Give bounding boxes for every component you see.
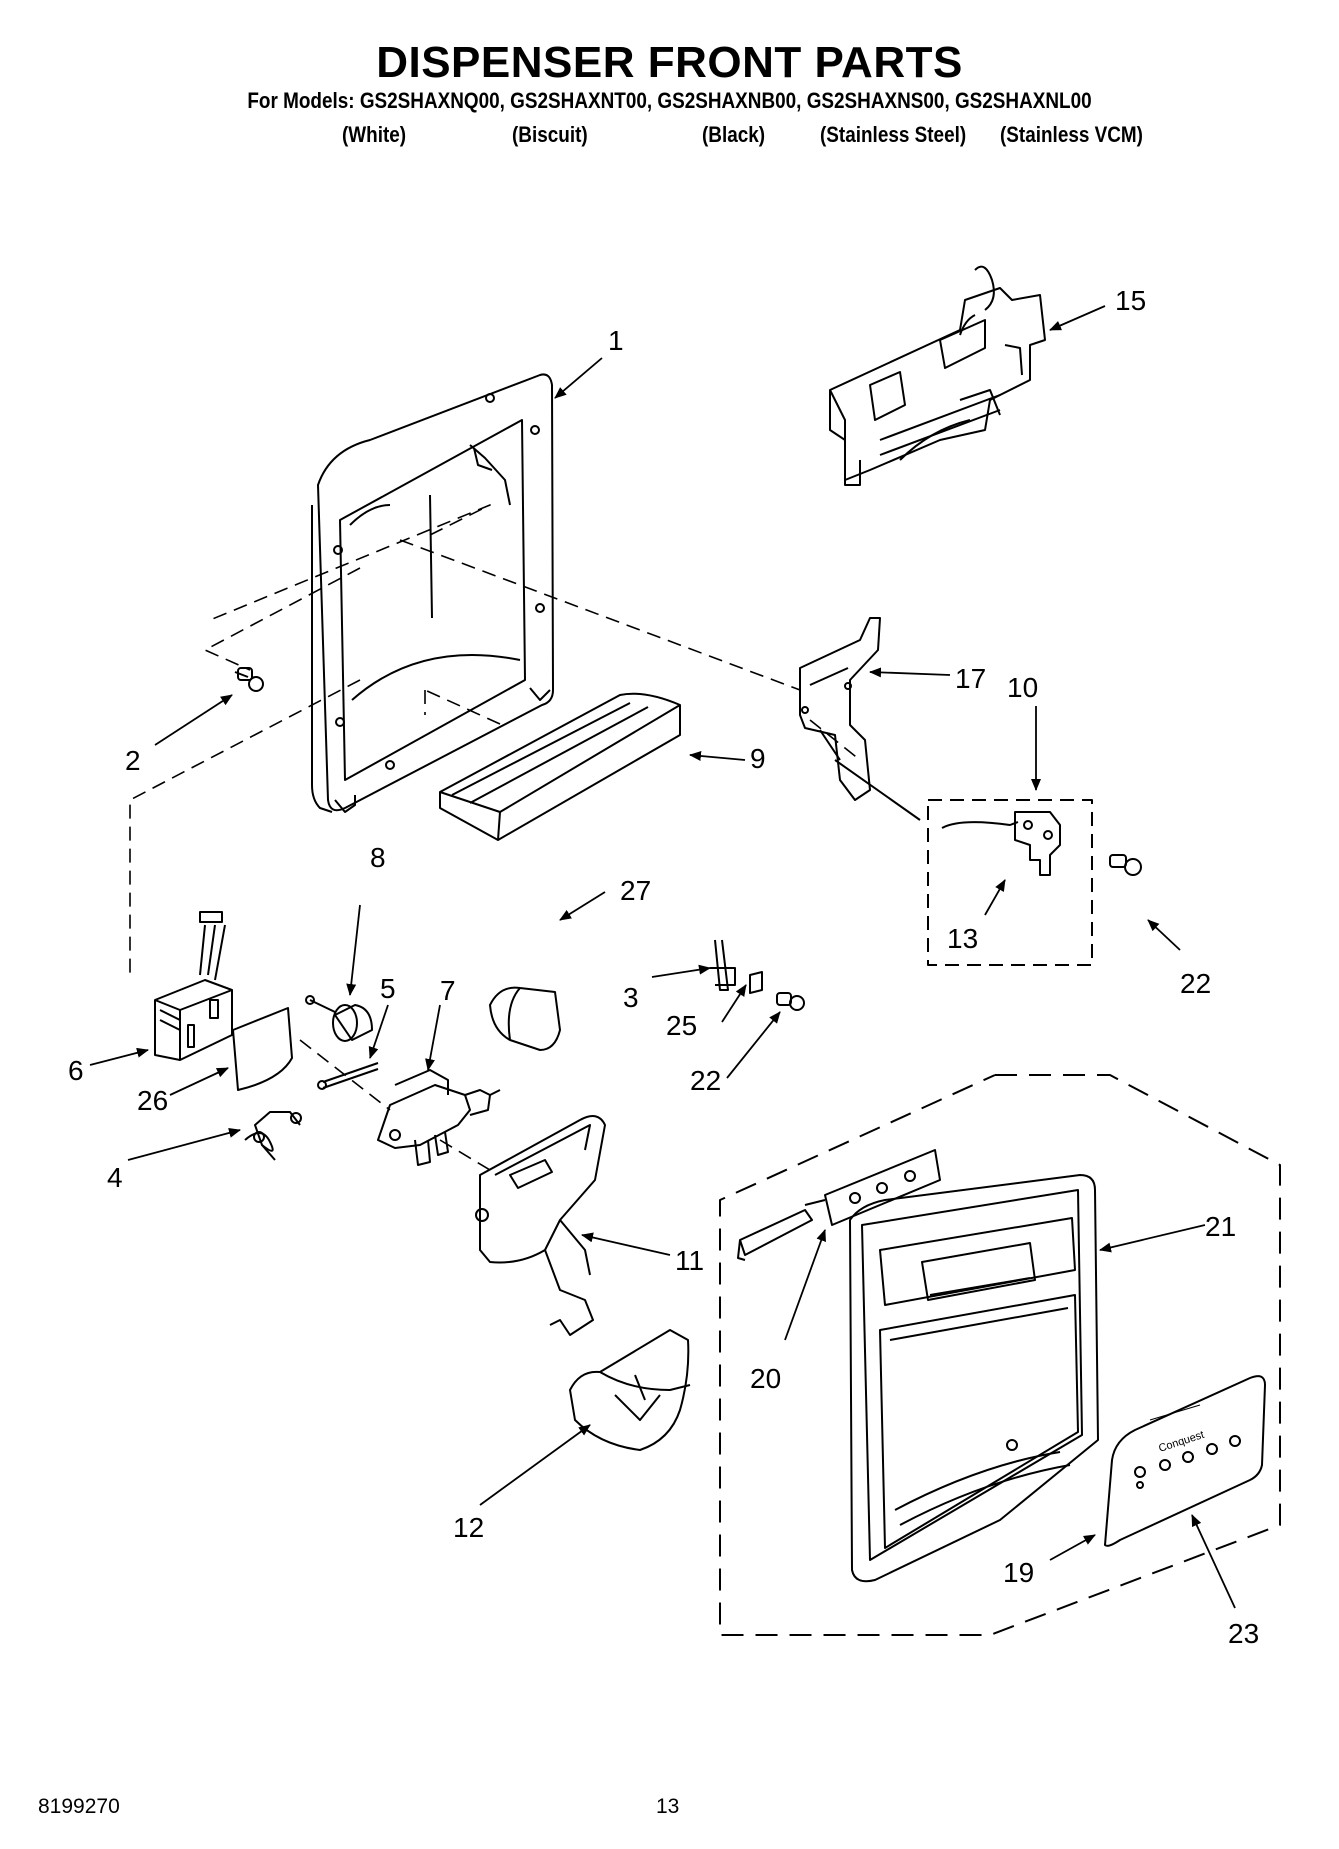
callout-19: 19 [1003,1557,1034,1588]
part-17-actuator-lever [799,617,921,821]
callout-9: 9 [750,743,766,774]
callout-7: 7 [440,975,456,1006]
callout-23: 23 [1228,1618,1259,1649]
callout-6: 6 [68,1055,84,1086]
part-21-bezel [849,1174,1099,1583]
page-number: 13 [656,1795,680,1818]
part-23-group-outline [719,1074,1281,1636]
callout-13: 13 [947,923,978,954]
callout-5: 5 [380,973,396,1004]
callout-8: 8 [370,842,386,873]
callout-27: 27 [620,875,651,906]
color-white: (White) [342,122,407,147]
part-2-screw [234,667,264,692]
callout-2: 2 [125,745,141,776]
document-number: 8199270 [38,1795,120,1818]
callout-3: 3 [623,982,639,1013]
color-black: (Black) [702,122,766,147]
part-22-screw-right [1109,854,1142,876]
page-title: DISPENSER FRONT PARTS [376,38,963,87]
part-25-insulator [749,971,763,994]
callout-22-middle: 22 [690,1065,721,1096]
part-6-switch-module [154,911,233,1061]
callout-21: 21 [1205,1211,1236,1242]
part-27-cover [489,986,561,1051]
part-11-cradle [475,1115,606,1336]
part-3-switch-contact [710,939,736,991]
callout-17: 17 [955,663,986,694]
callout-20: 20 [750,1363,781,1394]
callout-22-right: 22 [1180,968,1211,999]
part-26-pad [232,1007,293,1091]
callout-10: 10 [1007,672,1038,703]
part-19-control-panel [1104,1375,1266,1547]
models-line: For Models: GS2SHAXNQ00, GS2SHAXNT00, GS… [247,88,1092,113]
part-9-drip-tray [439,692,681,841]
callout-1: 1 [608,325,624,356]
part-15-control-module [829,265,1046,486]
color-biscuit: (Biscuit) [512,122,588,147]
color-stainless-steel: (Stainless Steel) [820,122,967,147]
part-20-control-board [737,1149,941,1261]
panel-brand-label: Conquest [1157,1429,1205,1455]
callout-25: 25 [666,1010,697,1041]
part-4-spring [244,1111,302,1161]
callout-15: 15 [1115,285,1146,316]
part-8-solenoid [305,995,373,1042]
callout-26: 26 [137,1085,168,1116]
part-12-ice-chute [569,1329,691,1451]
part-7-latch [377,1069,501,1166]
part-13-bracket [941,811,1061,876]
part-22-screw-middle [776,992,805,1011]
color-stainless-vcm: (Stainless VCM) [1000,122,1143,147]
callout-12: 12 [453,1512,484,1543]
part-1-housing-frame [311,373,554,813]
callout-11: 11 [675,1245,704,1276]
part-5-pin [317,1062,379,1090]
callout-4: 4 [107,1162,123,1193]
